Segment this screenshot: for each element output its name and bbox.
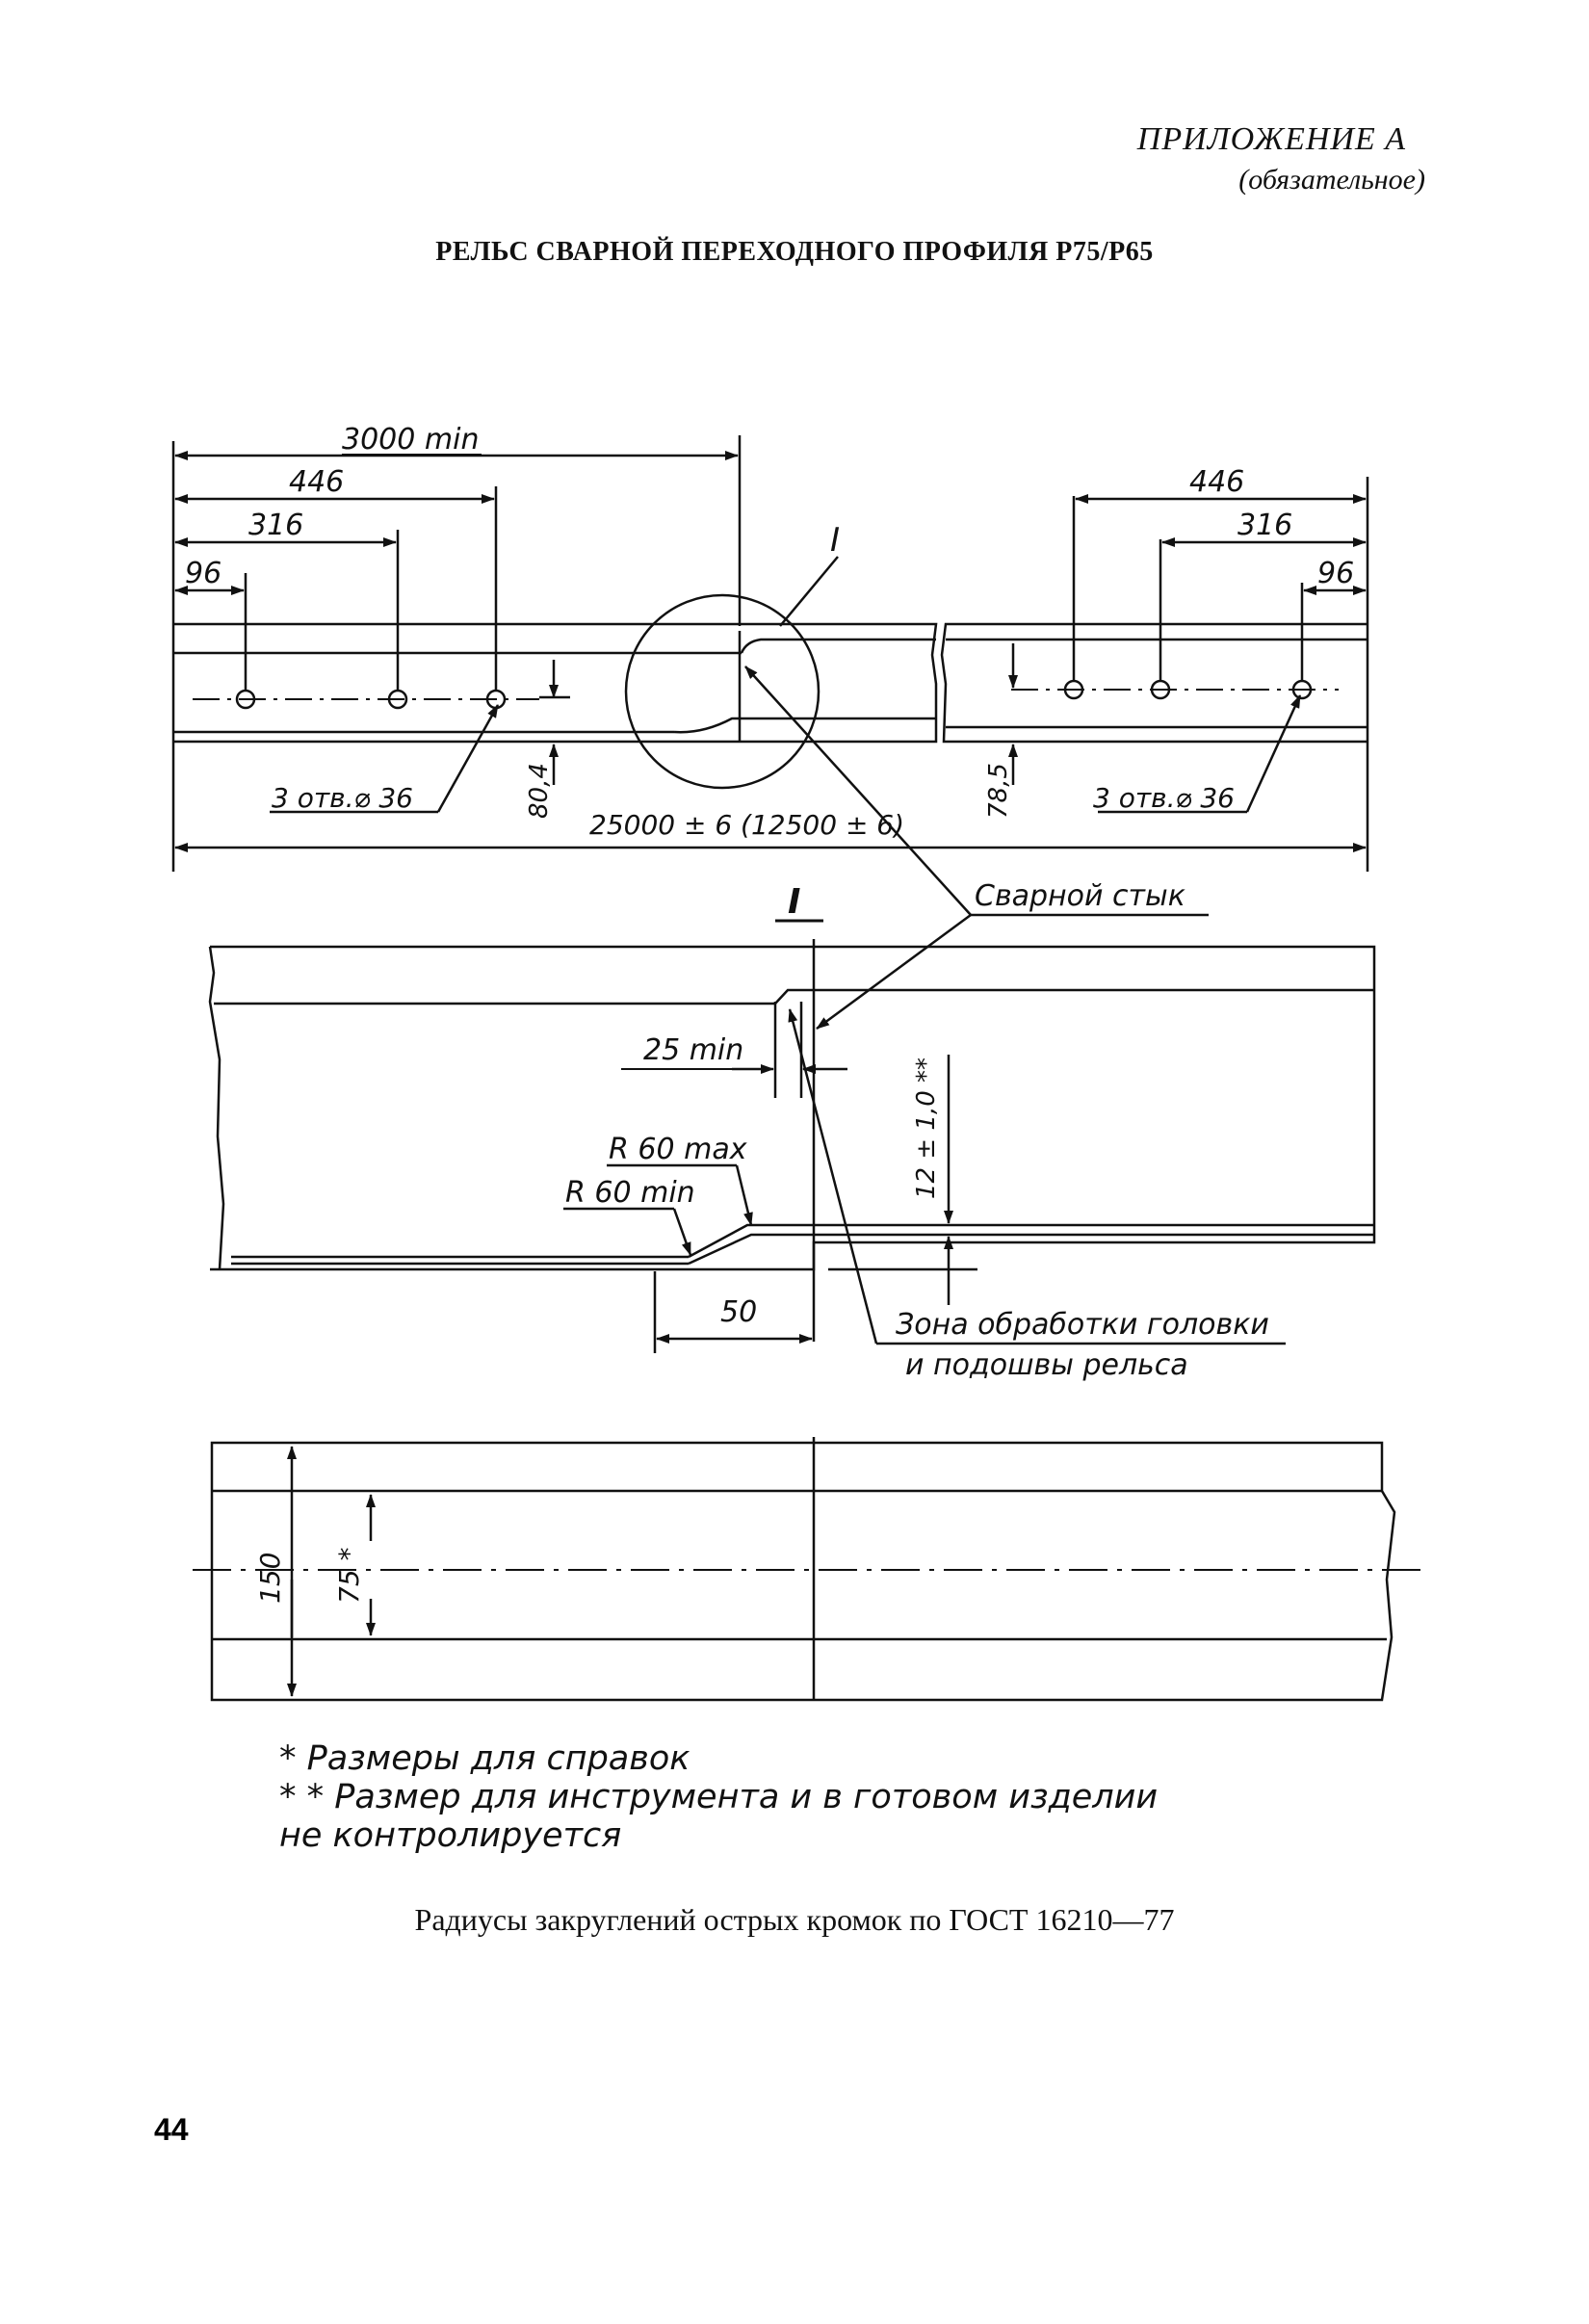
r60-min: R 60 min bbox=[565, 1176, 695, 1210]
footnote-not-controlled: не контролируется bbox=[279, 1816, 622, 1855]
radii-note: Радиусы закруглений острых кромок по ГОС… bbox=[414, 1902, 1175, 1937]
treatment-zone-line1: Зона обработки головки bbox=[896, 1308, 1269, 1342]
holes-left-label: 3 отв.⌀ 36 bbox=[272, 782, 413, 814]
rail-plan-view bbox=[193, 1437, 1420, 1702]
rail-elevation-view bbox=[171, 435, 1369, 1031]
dim-3000-min: 3000 min bbox=[342, 423, 479, 457]
dim-75: 75 * bbox=[333, 1547, 365, 1604]
overall-length: 25000 ± 6 (12500 ± 6) bbox=[589, 809, 904, 841]
appendix-title: ПРИЛОЖЕНИЕ А bbox=[1136, 121, 1406, 157]
height-right: 78,5 bbox=[984, 763, 1013, 819]
document-title: РЕЛЬС СВАРНОЙ ПЕРЕХОДНОГО ПРОФИЛЯ Р75/Р6… bbox=[435, 237, 1154, 267]
appendix-note: (обязательное) bbox=[1238, 164, 1425, 196]
dim-316-left: 316 bbox=[248, 509, 303, 542]
treatment-zone-line2: и подошвы рельса bbox=[905, 1348, 1188, 1382]
weld-joint-label: Сварной стык bbox=[975, 879, 1185, 913]
dim-12: 12 ± 1,0 ** bbox=[912, 1058, 941, 1199]
page-number: 44 bbox=[154, 2112, 189, 2147]
dim-316-right: 316 bbox=[1237, 509, 1292, 542]
dim-150: 150 bbox=[254, 1553, 286, 1604]
detail-label: I bbox=[788, 882, 800, 922]
dim-446-left: 446 bbox=[289, 465, 344, 499]
dim-96-left: 96 bbox=[185, 557, 221, 590]
dim-50: 50 bbox=[720, 1295, 757, 1329]
drawing-footnotes: * Размеры для справок * * Размер для инс… bbox=[279, 1739, 1158, 1855]
holes-right-label: 3 отв.⌀ 36 bbox=[1093, 782, 1235, 814]
detail-mark: I bbox=[830, 521, 840, 560]
height-left: 80,4 bbox=[525, 763, 554, 819]
footnote-reference-dims: * Размеры для справок bbox=[279, 1739, 690, 1778]
detail-view-i bbox=[208, 919, 1376, 1353]
technical-drawing: 3000 min 446 316 96 446 316 96 I 3 отв.⌀… bbox=[171, 423, 1420, 1702]
dim-96-right: 96 bbox=[1317, 557, 1354, 590]
dim-446-right: 446 bbox=[1189, 465, 1244, 499]
footnote-tool-dim: * * Размер для инструмента и в готовом и… bbox=[279, 1778, 1159, 1816]
r60-max: R 60 max bbox=[609, 1133, 747, 1166]
dim-25-min: 25 min bbox=[643, 1033, 743, 1067]
